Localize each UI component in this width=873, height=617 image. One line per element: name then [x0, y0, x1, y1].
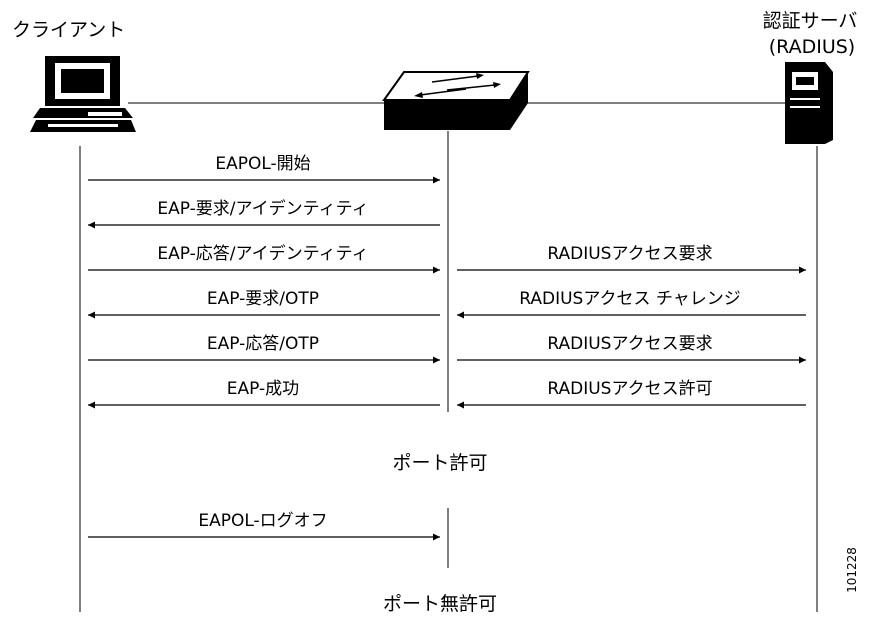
- logoff-message: EAPOL-ログオフ: [88, 511, 440, 541]
- auth-server-sublabel: (RADIUS): [769, 36, 855, 58]
- switch-server-message-label: RADIUSアクセス チャレンジ: [519, 289, 740, 309]
- switch-server-message: RADIUSアクセス要求: [457, 244, 806, 274]
- workstation-icon: [30, 56, 136, 132]
- figure-id: 101228: [845, 547, 859, 593]
- switch-server-message: RADIUSアクセス許可: [457, 379, 806, 409]
- client-switch-message: EAP-要求/アイデンティティ: [88, 198, 440, 229]
- auth-server-label: 認証サーバ: [763, 10, 858, 32]
- switch-server-message-label: RADIUSアクセス要求: [547, 244, 712, 264]
- client-switch-message: EAP-応答/OTP: [88, 334, 440, 364]
- client-switch-messages: EAPOL-開始 EAP-要求/アイデンティティ EAP-応答/アイデンティティ EA…: [88, 154, 440, 409]
- client-switch-message-label: EAP-応答/アイデンティティ: [157, 243, 368, 264]
- switch-icon: [382, 71, 530, 130]
- client-switch-message-label: EAP-成功: [227, 379, 299, 399]
- switch-server-messages: RADIUSアクセス要求 RADIUSアクセス チャレンジ RADIUSアクセス要求…: [457, 244, 806, 409]
- client-switch-message-label: EAP-要求/アイデンティティ: [157, 198, 368, 219]
- switch-server-message: RADIUSアクセス チャレンジ: [457, 289, 806, 319]
- switch-server-message-label: RADIUSアクセス要求: [547, 334, 712, 354]
- client-switch-message-label: EAPOL-開始: [215, 154, 310, 174]
- client-label: クライアント: [12, 19, 125, 41]
- client-switch-message: EAP-応答/アイデンティティ: [88, 243, 440, 274]
- client-switch-message: EAP-成功: [88, 379, 440, 409]
- port-unauthorized-label: ポート無許可: [383, 593, 497, 615]
- logoff-message-label: EAPOL-ログオフ: [198, 511, 327, 531]
- server-icon: [785, 62, 833, 144]
- port-authorized-label: ポート許可: [392, 452, 487, 474]
- client-switch-message-label: EAP-要求/OTP: [207, 289, 319, 309]
- client-switch-message: EAPOL-開始: [88, 154, 440, 184]
- switch-server-message-label: RADIUSアクセス許可: [547, 379, 712, 399]
- switch-server-message: RADIUSアクセス要求: [457, 334, 806, 364]
- client-switch-message-label: EAP-応答/OTP: [207, 334, 319, 354]
- client-switch-message: EAP-要求/OTP: [88, 289, 440, 319]
